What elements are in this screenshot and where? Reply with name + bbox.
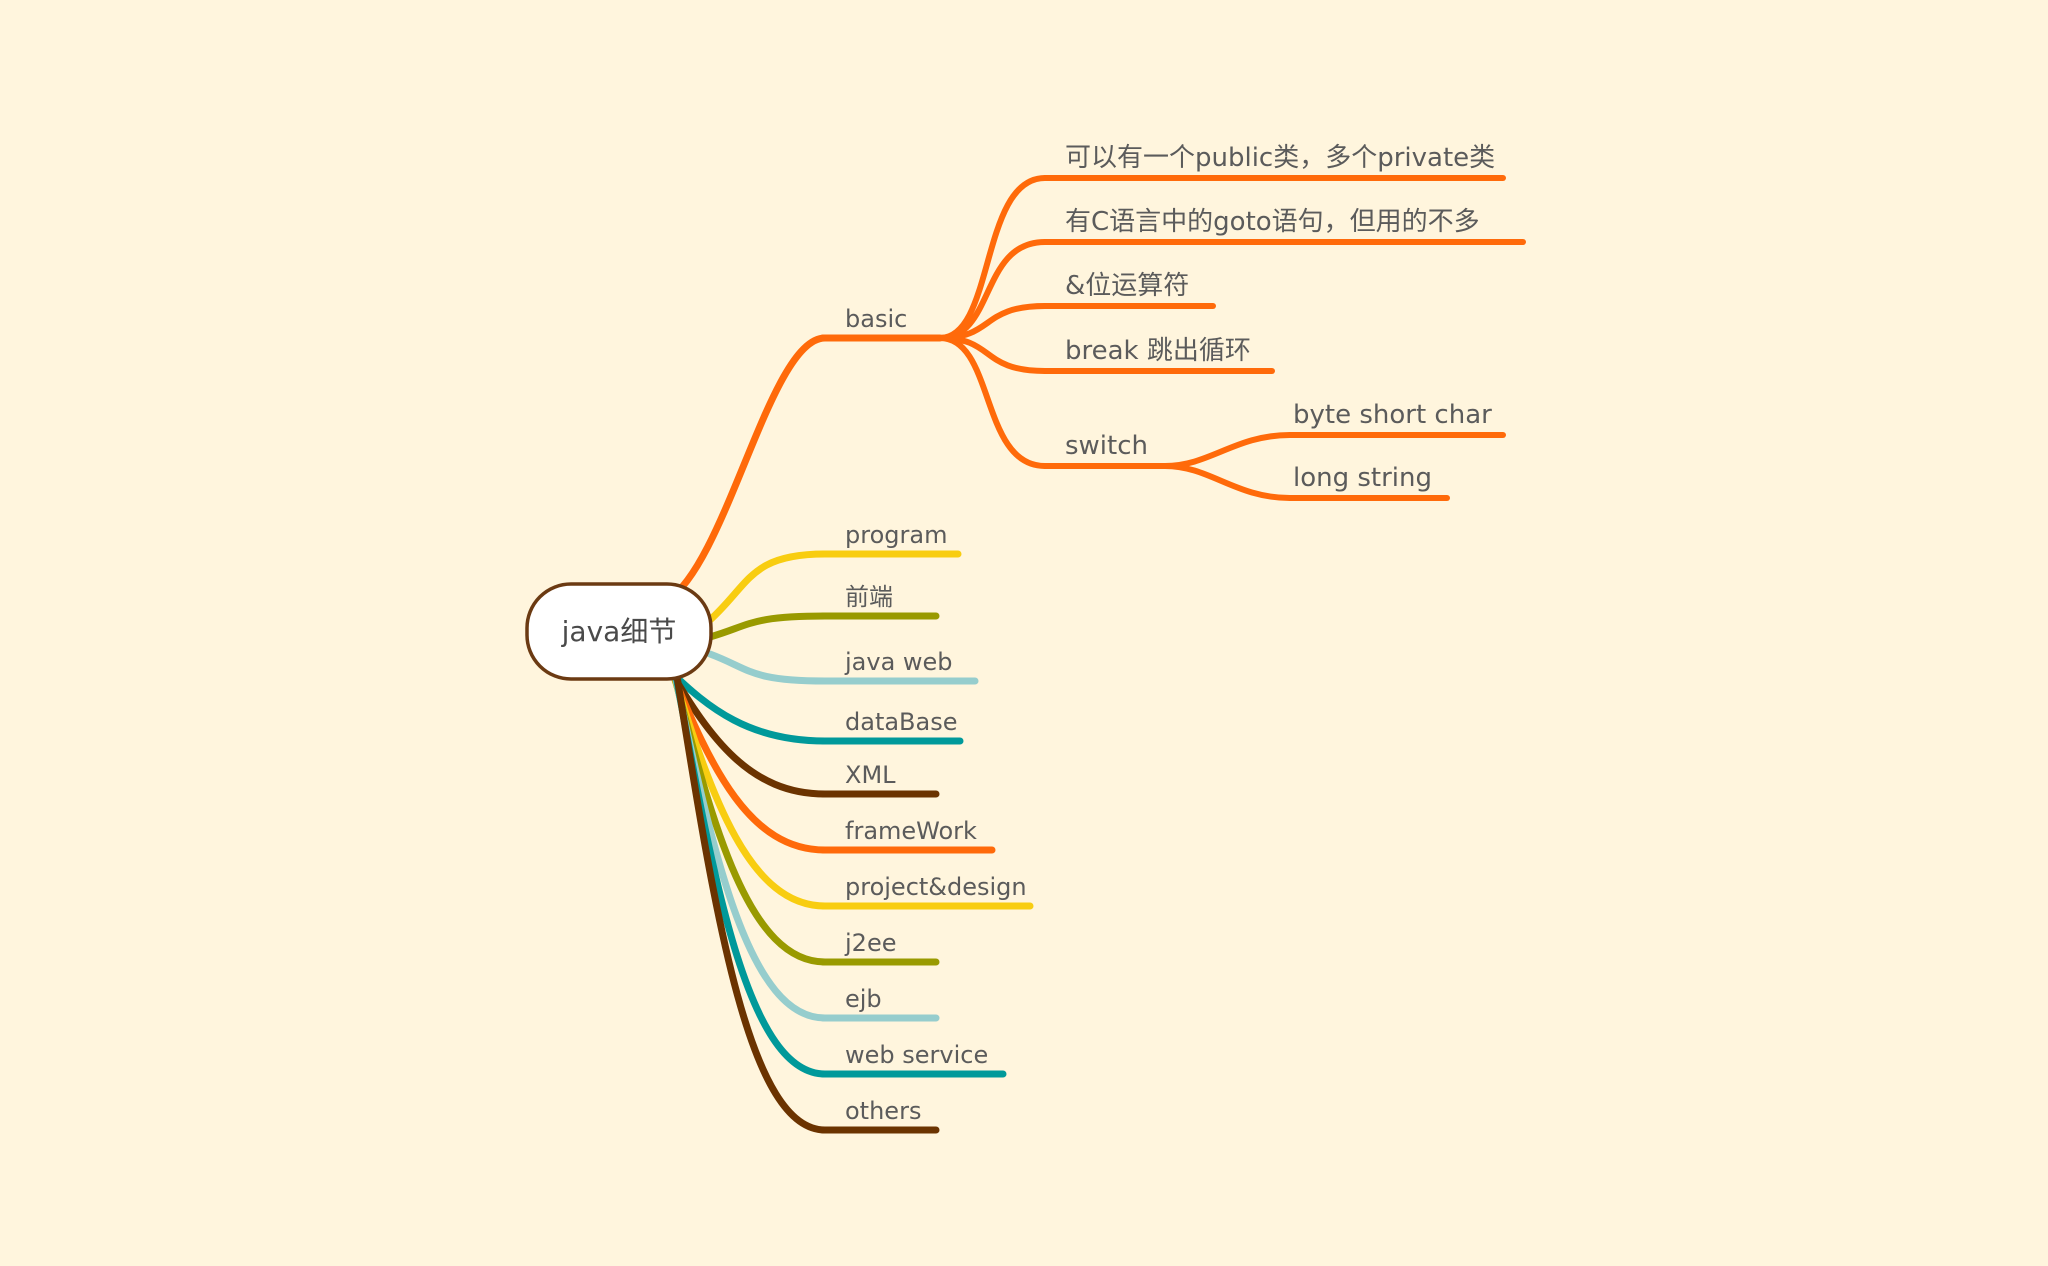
topic-public-label[interactable]: 可以有一个public类，多个private类: [1065, 143, 1495, 173]
branch-framework-label[interactable]: frameWork: [845, 817, 977, 845]
branch-program-connector: [706, 550, 829, 624]
branch-project-label[interactable]: project&design: [845, 873, 1027, 901]
branch-ejb-label[interactable]: ejb: [845, 985, 882, 1013]
branch-xml-label[interactable]: XML: [845, 761, 896, 789]
branch-basic-connector: [664, 334, 829, 604]
topic-underlines: [819, 175, 1526, 1134]
branch-basic-label[interactable]: basic: [845, 305, 907, 333]
branch-program-label[interactable]: program: [845, 521, 947, 549]
topic-goto-connector: [937, 239, 1048, 341]
topic-switch-connector: [937, 335, 1048, 469]
branch-webservice-label[interactable]: web service: [845, 1041, 988, 1069]
central-topic-box[interactable]: [525, 582, 713, 681]
branch-database-connector: [665, 666, 829, 745]
central-topic-label: java细节: [561, 615, 677, 648]
topic-labels: basic 可以有一个public类，多个private类有C语言中的goto语句…: [844, 143, 1495, 1125]
topic-break-label[interactable]: break 跳出循环: [1065, 336, 1251, 366]
topic-byte-label[interactable]: byte short char: [1293, 400, 1492, 430]
branch-javaweb-label[interactable]: java web: [844, 648, 953, 676]
topic-long-label[interactable]: long string: [1293, 463, 1432, 493]
branch-j2ee-label[interactable]: j2ee: [844, 929, 896, 957]
topic-switch-label[interactable]: switch: [1065, 431, 1148, 461]
central-topic[interactable]: java细节: [525, 582, 713, 681]
topic-public-connector: [937, 175, 1048, 341]
branch-javaweb-connector: [706, 650, 829, 685]
connectors: [664, 175, 1293, 1134]
branch-frontend-connector: [706, 612, 829, 641]
topic-goto-label[interactable]: 有C语言中的goto语句，但用的不多: [1065, 207, 1480, 237]
topic-bitop-label[interactable]: &位运算符: [1065, 271, 1189, 301]
topic-byte-connector: [1162, 432, 1293, 469]
topic-long-connector: [1162, 463, 1293, 501]
branch-others-connector: [672, 666, 829, 1134]
branch-frontend-label[interactable]: 前端: [845, 583, 893, 611]
branch-others-label[interactable]: others: [845, 1097, 921, 1125]
branch-database-label[interactable]: dataBase: [845, 708, 958, 736]
